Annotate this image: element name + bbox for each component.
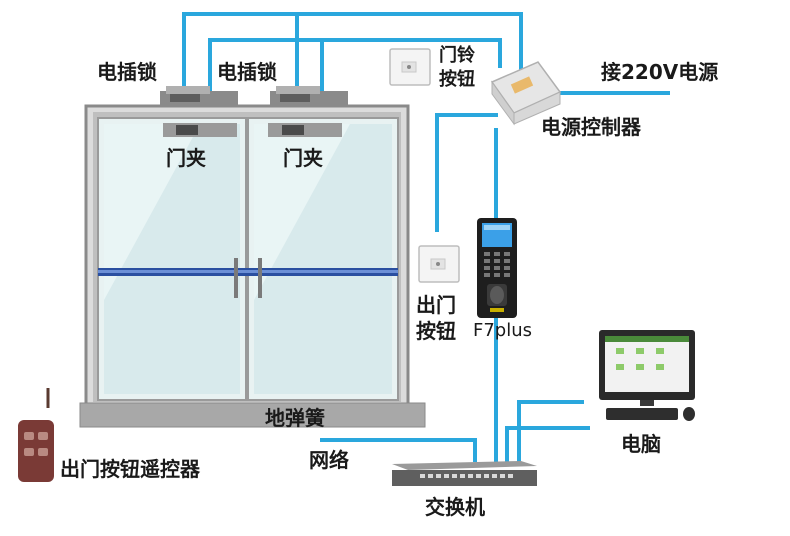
power-controller-label: 电源控制器 (541, 115, 641, 139)
doorbell-button-label: 门铃 按钮 (439, 45, 475, 90)
power-controller (490, 61, 562, 126)
doorbell-button (389, 48, 431, 86)
exit-button (418, 245, 460, 283)
switch-label: 交换机 (425, 495, 485, 519)
remote-control (18, 388, 54, 482)
device-model-label: F7plus (473, 320, 533, 341)
computer (599, 330, 695, 421)
lock-left-label: 电插锁 (97, 60, 157, 84)
electric-lock-left (160, 86, 238, 105)
door-handle-left (234, 258, 238, 298)
lock-right-label: 电插锁 (217, 60, 277, 84)
clamp-right-label: 门夹 (283, 146, 323, 170)
wire-lock-right-to-controller (295, 12, 523, 92)
wires (182, 12, 670, 462)
remote-label: 出门按钮遥控器 (60, 457, 200, 481)
door-assembly (84, 104, 410, 408)
door-clamp-right (268, 123, 342, 137)
floor-spring-label: 地弹簧 (265, 406, 325, 430)
floor-spring (79, 402, 426, 428)
clamp-left-label: 门夹 (166, 146, 206, 170)
computer-label: 电脑 (621, 432, 661, 456)
f7plus-terminal (477, 218, 517, 318)
electric-lock-right (270, 86, 348, 105)
wire-switch-to-computer-2 (505, 426, 590, 462)
door-clamp-left (163, 123, 237, 137)
wire-locks-middle (208, 38, 502, 92)
wire-switch-to-computer (517, 400, 584, 462)
network-switch (392, 461, 537, 486)
wire-network (320, 438, 477, 462)
exit-button-label: 出门 按钮 (416, 293, 456, 343)
door-handle-right (258, 258, 262, 298)
network-label: 网络 (309, 448, 349, 472)
power-input-label: 接220V电源 (601, 60, 719, 84)
wire-controller-to-exit-button (435, 113, 498, 232)
wire-lock-left-to-controller (182, 12, 297, 92)
